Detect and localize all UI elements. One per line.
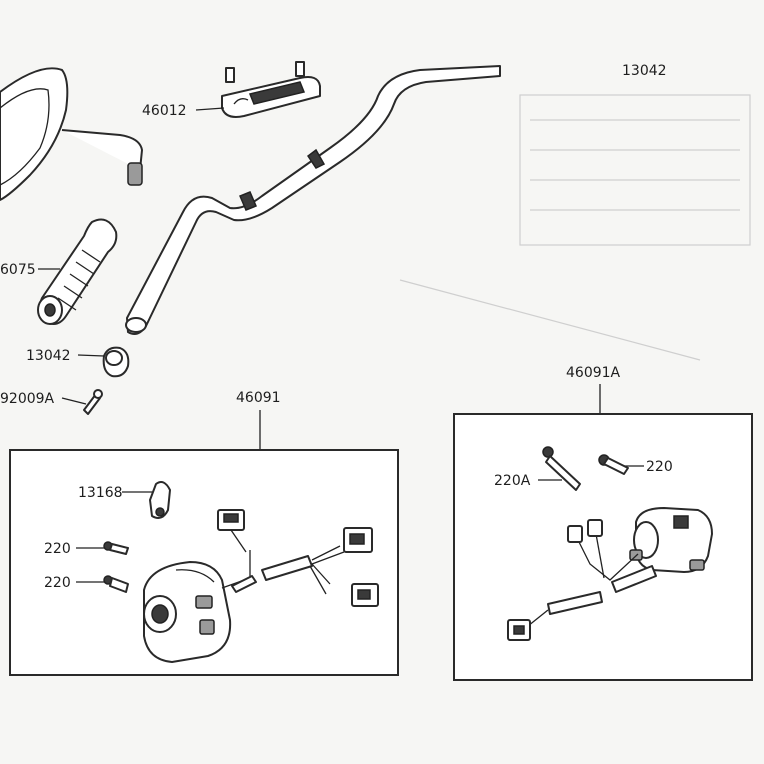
label-220-left-2: 220 — [44, 575, 71, 591]
switch-box-46091: 46091 13168 220 220 — [9, 390, 399, 676]
label-46091: 46091 — [236, 390, 281, 406]
handlebar — [125, 65, 501, 335]
switch-box-46091a: 46091A 220A 220 — [453, 365, 753, 681]
label-92009a: 92009A — [0, 391, 55, 407]
label-220-right: 220 — [646, 459, 673, 475]
label-13042-top: 13042 — [622, 63, 667, 79]
screw-92009a — [83, 389, 103, 415]
background-ghost-print — [399, 94, 751, 361]
label-13042: 13042 — [26, 348, 71, 364]
bar-end-weight — [102, 346, 130, 378]
grip — [37, 218, 118, 325]
label-46012: 46012 — [142, 103, 187, 119]
handlebar-clamp — [221, 61, 321, 118]
mirror — [0, 67, 143, 201]
panel-46091 — [9, 449, 399, 676]
label-46091a: 46091A — [566, 365, 621, 381]
label-220-left-1: 220 — [44, 541, 71, 557]
label-13168: 13168 — [78, 485, 123, 501]
leader-lines-top — [38, 107, 225, 405]
label-220a: 220A — [494, 473, 531, 489]
label-6075: 6075 — [0, 262, 36, 278]
